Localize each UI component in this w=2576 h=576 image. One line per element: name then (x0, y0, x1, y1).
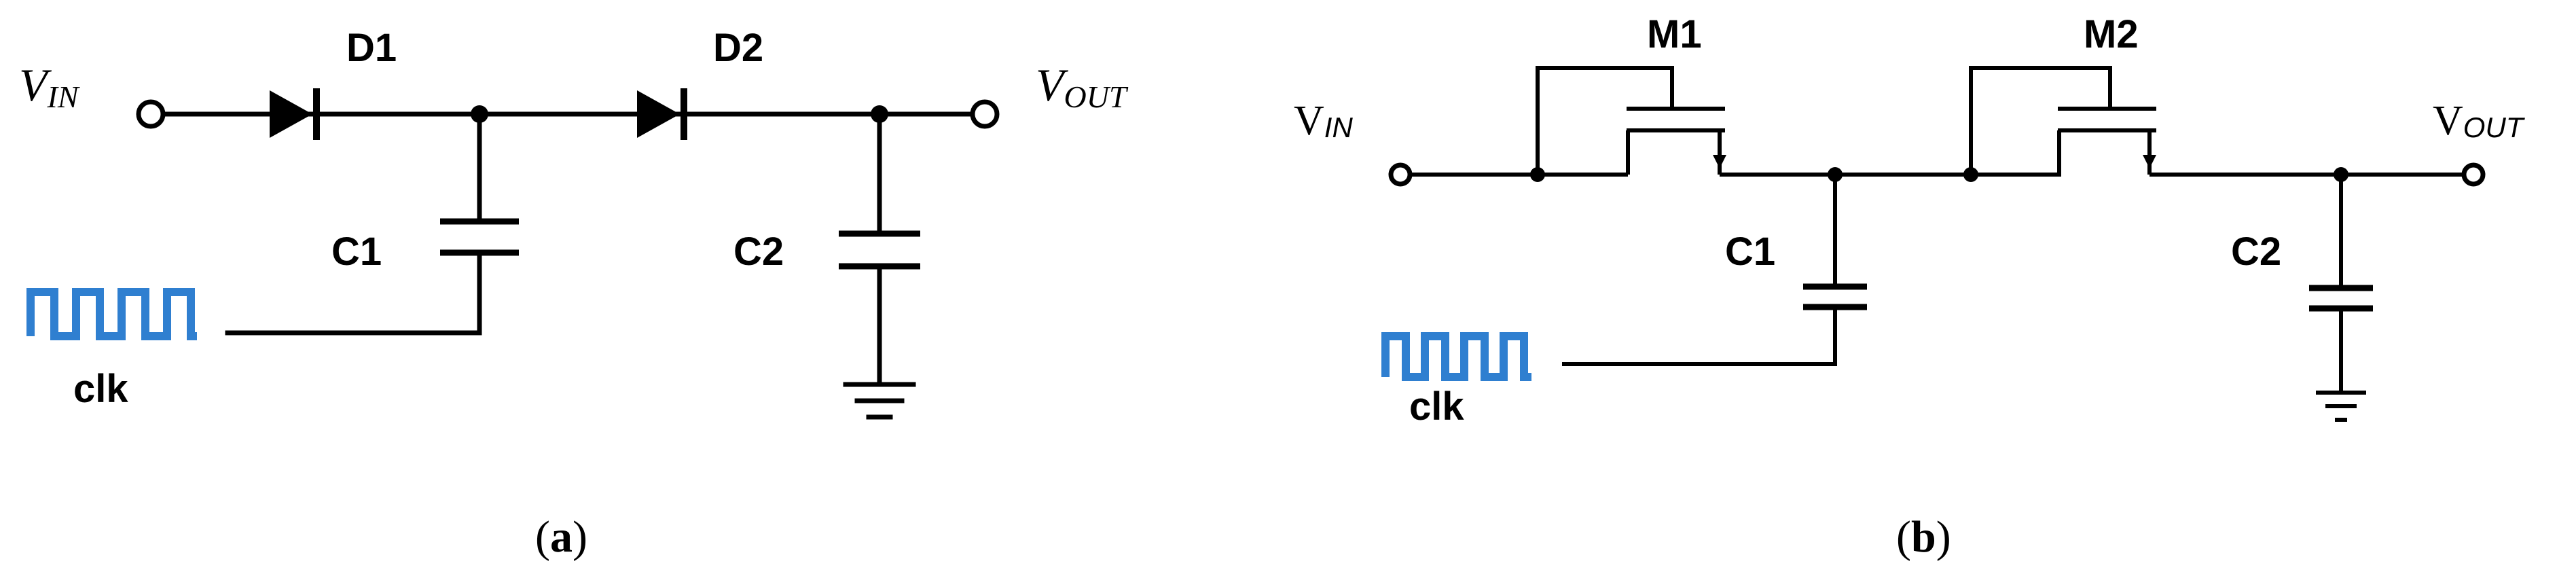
diode-d2-triangle (637, 90, 680, 138)
a-c2-label: C2 (733, 230, 784, 274)
m1-arrow-icon (1713, 155, 1726, 168)
b-caption: (b) (1896, 512, 1951, 562)
a-vin-label: VIN (19, 59, 80, 114)
b-vout-terminal (2461, 162, 2486, 187)
m2-gate-feedback-wire (1969, 66, 2112, 175)
a-vout-terminal (970, 99, 1000, 129)
b-c2-label: C2 (2231, 230, 2281, 274)
capacitor-c1 (440, 218, 519, 256)
b-clk-label: clk (1409, 384, 1464, 429)
b-vout-label: VOUT (2433, 98, 2526, 144)
a-clock-waveform-icon (26, 288, 197, 340)
b-m2-label: M2 (2084, 12, 2139, 56)
m2-source-leg (1971, 130, 2061, 177)
b-c1-label: C1 (1725, 230, 1775, 274)
diode-d1-triangle (270, 90, 312, 138)
a-caption: (a) (535, 512, 587, 562)
b-m1-label: M1 (1647, 12, 1702, 56)
a-clk-label: clk (73, 367, 128, 411)
a-d2-label: D2 (713, 26, 763, 70)
m1-gate-feedback-wire (1536, 66, 1674, 175)
a-c1-label: C1 (331, 230, 382, 274)
b-clock-waveform-icon (1381, 332, 1531, 381)
m2-arrow-icon (2143, 155, 2156, 168)
capacitor-b-c1 (1803, 283, 1867, 310)
mosfet-m2 (1969, 66, 2156, 177)
a-ground-icon (843, 382, 916, 420)
panel-b-mosfet-charge-pump: VIN VOUT M1 M2 C1 C2 clk (b) (1294, 12, 2526, 562)
a-d1-label: D1 (346, 26, 397, 70)
b-ground-icon (2316, 391, 2366, 422)
diode-d2 (637, 88, 687, 140)
capacitor-c2 (839, 230, 920, 270)
a-c1-clk-wire (225, 253, 482, 336)
a-vout-label: VOUT (1036, 59, 1129, 114)
capacitor-b-c2 (2309, 285, 2373, 312)
b-vin-terminal (1388, 162, 1413, 187)
panel-a-diode-charge-pump: VIN VOUT D1 D2 C1 C2 clk (a) (19, 26, 1129, 562)
a-vin-terminal (136, 99, 166, 129)
mosfet-m1 (1536, 66, 1726, 175)
diode-d1 (270, 88, 320, 140)
b-vin-label: VIN (1294, 98, 1353, 144)
b-c1-clk-wire (1562, 310, 1837, 366)
